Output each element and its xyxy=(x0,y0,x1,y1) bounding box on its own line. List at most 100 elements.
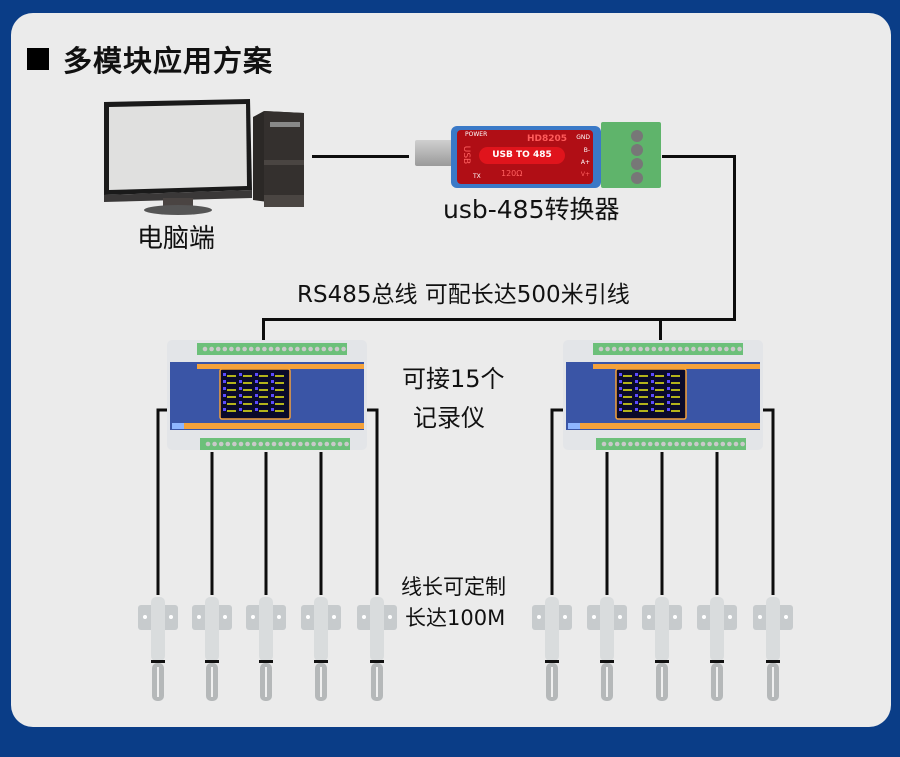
right-module-channel-reading xyxy=(639,410,648,412)
left-module-bracket-hole xyxy=(277,615,281,619)
left-module-channel-indicator xyxy=(239,387,242,390)
left-module-channel-indicator xyxy=(223,373,226,376)
right-module-channel-indicator xyxy=(619,394,622,397)
right-module-terminal-screw xyxy=(634,441,640,447)
left-module-terminal-screw xyxy=(262,346,267,352)
left-module-channel-reading xyxy=(227,382,236,384)
left-module-terminal-screw xyxy=(321,346,327,352)
usb-to-485-badge: USB TO 485 xyxy=(479,147,565,164)
right-module-terminal-screw xyxy=(611,346,617,352)
right-module-channel-reading xyxy=(639,403,648,405)
right-module-top-label-strip xyxy=(593,364,760,369)
right-module-channel-reading xyxy=(655,403,664,405)
left-module-terminal-screw xyxy=(209,346,214,352)
left-module-channel-indicator xyxy=(255,380,258,383)
left-module-sensor-body xyxy=(314,597,328,661)
left-module-channel-reading xyxy=(259,410,268,412)
right-module-bottom-label-strip xyxy=(578,423,760,429)
right-module-terminal-screw xyxy=(631,346,637,352)
right-module-terminal-screw xyxy=(651,346,657,352)
left-module-channel-reading xyxy=(275,396,284,398)
left-module-rs485-strip xyxy=(172,423,184,429)
right-module-sensor-band xyxy=(655,660,669,663)
left-module-channel-indicator xyxy=(239,401,242,404)
right-module-channel-reading xyxy=(639,375,648,377)
left-module-channel-reading xyxy=(243,403,252,405)
right-module-terminal-screw xyxy=(605,346,610,352)
left-module-terminal-screw xyxy=(298,441,303,447)
right-module-terminal-screw xyxy=(700,441,706,447)
right-module-terminal-screw xyxy=(618,346,624,352)
left-module-channel-reading xyxy=(243,375,252,377)
wire-bus-drop-right xyxy=(659,318,662,342)
converter-face: POWER HD8205 USB USB TO 485 TX 120Ω GND … xyxy=(457,130,593,184)
left-module-channel-reading xyxy=(275,382,284,384)
left-module-channel-indicator xyxy=(223,394,226,397)
left-module-channel-indicator xyxy=(271,394,274,397)
right-module-bracket-hole xyxy=(758,615,762,619)
right-module-channel-indicator xyxy=(619,408,622,411)
right-module-bracket-hole xyxy=(537,615,541,619)
right-module-terminal-screw xyxy=(710,346,716,352)
page-title: 多模块应用方案 xyxy=(27,38,273,80)
wire-converter-out xyxy=(662,155,735,158)
pc-label: 电脑端 xyxy=(137,224,216,254)
left-module-channel-indicator xyxy=(223,401,226,404)
right-module-terminal-screw xyxy=(628,441,633,447)
cable-length-line-2: 长达100M xyxy=(405,606,506,630)
left-module-channel-reading xyxy=(259,375,268,377)
right-module-channel-indicator xyxy=(635,408,638,411)
left-module-terminal-screw xyxy=(225,441,231,447)
right-module-terminal-screw xyxy=(691,346,696,352)
left-module-terminal-screw xyxy=(215,346,221,352)
right-module-terminal-screw xyxy=(598,346,604,352)
module-capacity-line-2: 记录仪 xyxy=(413,404,485,432)
terminal-block xyxy=(601,122,661,188)
right-module-terminal-screw xyxy=(664,346,670,352)
left-module-terminal-screw xyxy=(212,441,217,447)
right-module-terminal-screw xyxy=(733,441,739,447)
right-module-bracket-hole xyxy=(702,615,706,619)
right-module-channel-reading xyxy=(671,375,680,377)
wire-bus-vertical-right xyxy=(733,155,736,321)
right-module-channel-reading xyxy=(639,389,648,391)
right-module-channel-indicator xyxy=(651,373,654,376)
left-module-terminal-screw xyxy=(245,441,250,447)
right-module-channel-indicator xyxy=(667,373,670,376)
right-module-terminal-screw xyxy=(740,441,745,447)
left-module-bracket-hole xyxy=(362,615,366,619)
right-module-channel-indicator xyxy=(651,394,654,397)
left-module-channel-indicator xyxy=(239,408,242,411)
left-module-channel-indicator xyxy=(271,387,274,390)
left-module-terminal-screw xyxy=(301,346,307,352)
right-module-channel-reading xyxy=(671,396,680,398)
left-module-channel-indicator xyxy=(271,401,274,404)
left-module-sensor-body xyxy=(259,597,273,661)
left-module-terminal-screw xyxy=(284,441,290,447)
right-module-channel-reading xyxy=(671,410,680,412)
right-module-channel-indicator xyxy=(635,373,638,376)
left-module-sensor-band xyxy=(205,660,219,663)
right-module-channel-indicator xyxy=(619,380,622,383)
right-module-sensor-body xyxy=(545,597,559,661)
right-module-channel-reading xyxy=(671,389,680,391)
left-module-bracket-hole xyxy=(332,615,336,619)
left-module-channel-indicator xyxy=(271,380,274,383)
pin-a: A+ xyxy=(580,159,590,166)
right-module-terminal-screw xyxy=(674,441,679,447)
module-capacity-line-1: 可接15个 xyxy=(402,365,505,393)
left-module-channel-reading xyxy=(275,389,284,391)
right-module-terminal-screw xyxy=(601,441,607,447)
left-module-sensor-body xyxy=(205,597,219,661)
right-module-terminal-screw xyxy=(727,441,732,447)
left-module-terminal-screw xyxy=(308,346,313,352)
left-module-terminal-screw xyxy=(324,441,330,447)
right-module-terminal-screw xyxy=(614,441,620,447)
right-module-channel-indicator xyxy=(651,387,654,390)
left-module-terminal-screw xyxy=(275,346,280,352)
right-module-channel-indicator xyxy=(635,387,638,390)
left-module-terminal-screw xyxy=(328,346,333,352)
left-module-terminal-screw xyxy=(268,346,274,352)
right-module-channel-indicator xyxy=(667,408,670,411)
